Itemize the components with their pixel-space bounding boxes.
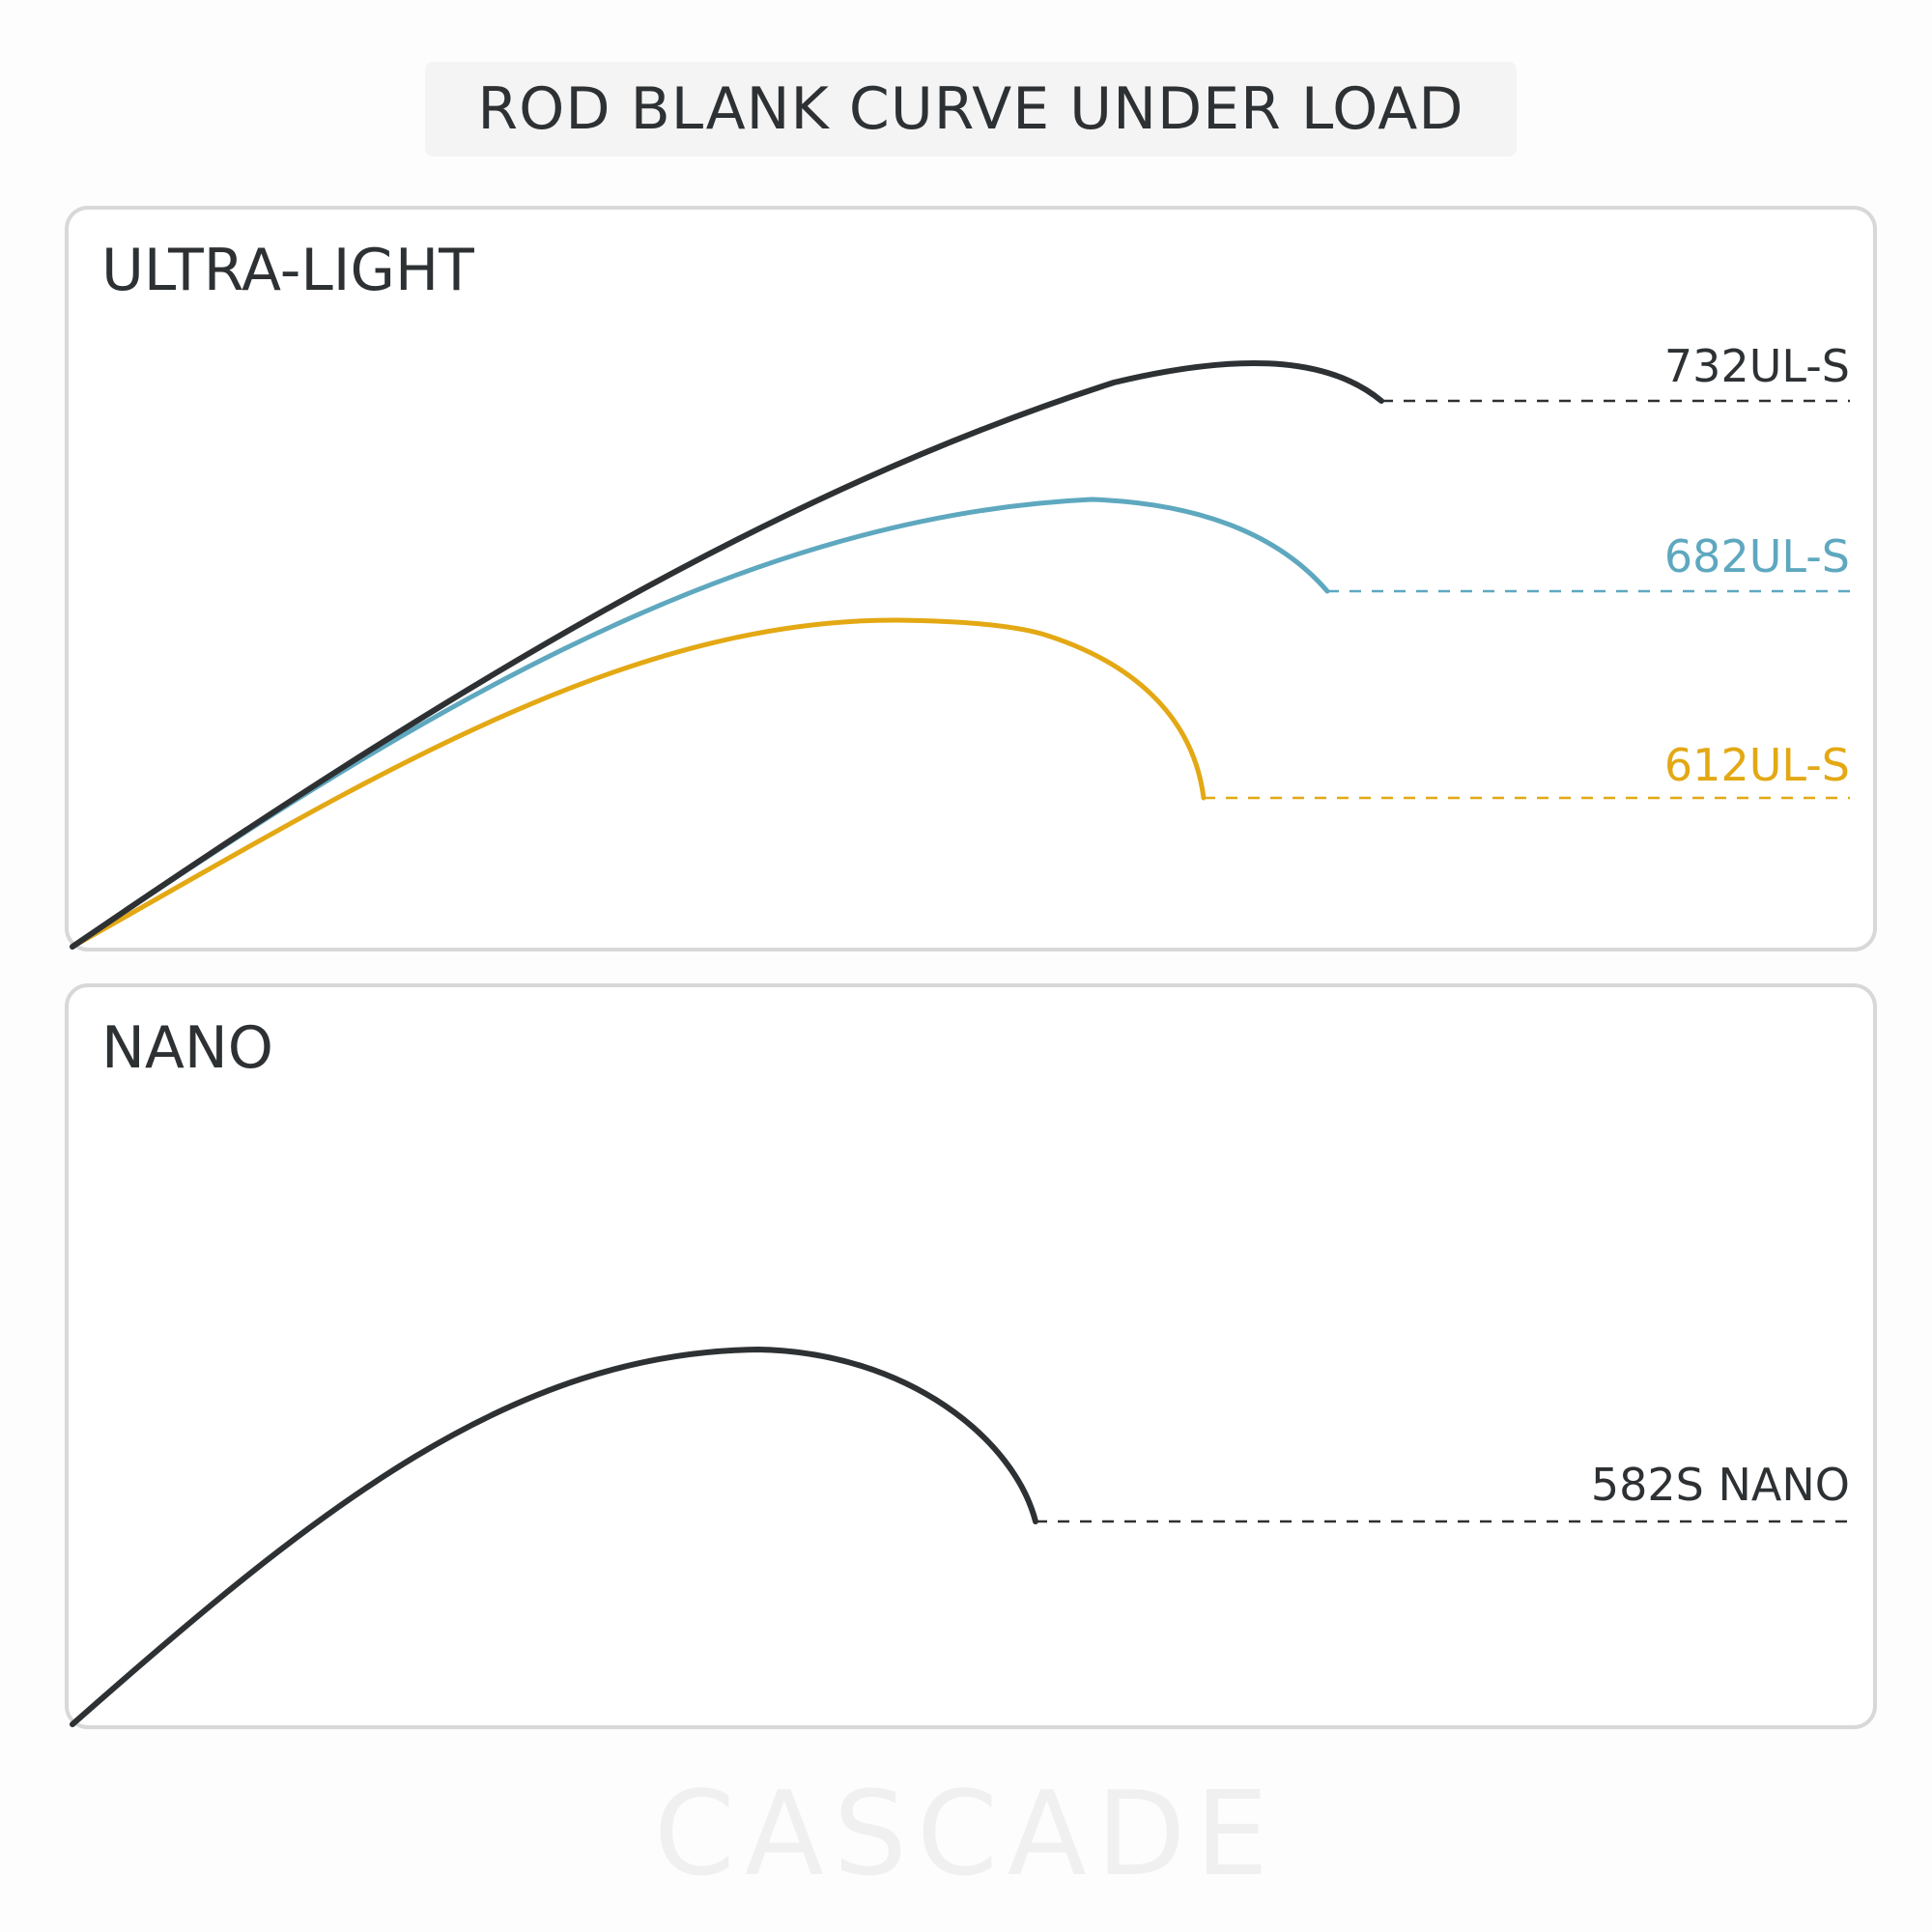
rod-label-582s-nano: 582S NANO — [1591, 1459, 1850, 1511]
chart-title: ROD BLANK CURVE UNDER LOAD — [477, 75, 1464, 143]
panel-label-nano: NANO — [101, 1014, 274, 1082]
rod-curve-582s-nano — [70, 1347, 1038, 1727]
nano-panel: NANO — [65, 983, 1877, 1729]
rod-curve-732ul-s — [70, 359, 1384, 950]
panel-label-ultra-light: ULTRA-LIGHT — [101, 237, 474, 304]
rod-label-732ul-s: 732UL-S — [1664, 340, 1850, 392]
rod-curve-682ul-s — [70, 497, 1330, 950]
rod-label-682ul-s: 682UL-S — [1664, 530, 1850, 582]
rod-curve-612ul-s — [70, 617, 1207, 950]
ultra-light-panel: ULTRA-LIGHT — [65, 206, 1877, 952]
brand-watermark: CASCADE — [653, 1768, 1279, 1902]
chart-title-box: ROD BLANK CURVE UNDER LOAD — [425, 62, 1517, 156]
rod-label-612ul-s: 612UL-S — [1664, 739, 1850, 791]
